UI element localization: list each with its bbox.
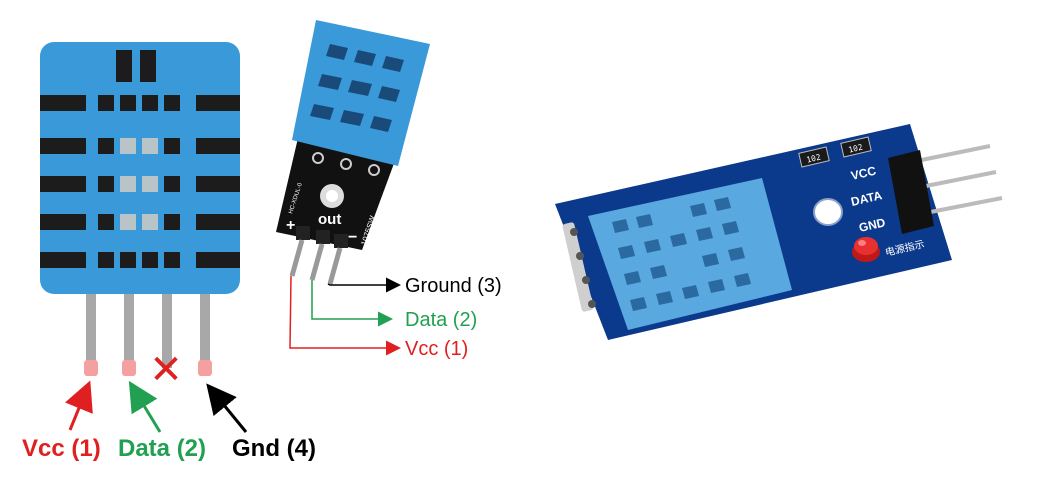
module-vcc-label: Vcc (1) bbox=[405, 338, 468, 360]
sensor-leads bbox=[84, 290, 212, 376]
dht11-sensor: ✕ bbox=[40, 42, 240, 393]
resistor-1-label: 102 bbox=[806, 153, 822, 165]
module-ground-label: Ground (3) bbox=[405, 275, 502, 297]
module-silk-out: out bbox=[318, 211, 341, 228]
breakout-sensor-body bbox=[588, 178, 792, 330]
sensor-data-label: Data (2) bbox=[118, 435, 206, 462]
module-pin-wires bbox=[289, 275, 401, 356]
module-silk-minus: − bbox=[348, 229, 357, 246]
unused-pin-cross: ✕ bbox=[149, 347, 183, 393]
resistor-2-label: 102 bbox=[848, 143, 864, 155]
breakout-sensor-pins bbox=[562, 222, 596, 312]
dht11-module: + − out HC-XDUL-0 1075SW bbox=[276, 20, 430, 285]
breakout-header bbox=[888, 144, 1003, 234]
breakout-silk-data: DATA bbox=[850, 188, 884, 209]
breakout-mount-hole bbox=[813, 198, 843, 226]
module-data-label: Data (2) bbox=[405, 309, 477, 331]
breakout-silk-gnd: GND bbox=[858, 215, 887, 235]
module-pins bbox=[289, 226, 348, 285]
breakout-resistors: 102 102 bbox=[798, 136, 872, 168]
sensor-gnd-label: Gnd (4) bbox=[232, 435, 316, 462]
breakout-silk-vcc: VCC bbox=[850, 164, 878, 183]
module-silk-plus: + bbox=[286, 217, 295, 234]
sensor-vent-grid bbox=[40, 95, 240, 268]
sensor-vcc-label: Vcc (1) bbox=[22, 435, 101, 462]
sensor-pin-arrows bbox=[65, 380, 248, 433]
sensor-body bbox=[40, 42, 240, 294]
dht11-breakout-board: 102 102 VCC DATA GND 电源指示 bbox=[555, 124, 1003, 340]
power-led bbox=[852, 237, 880, 262]
